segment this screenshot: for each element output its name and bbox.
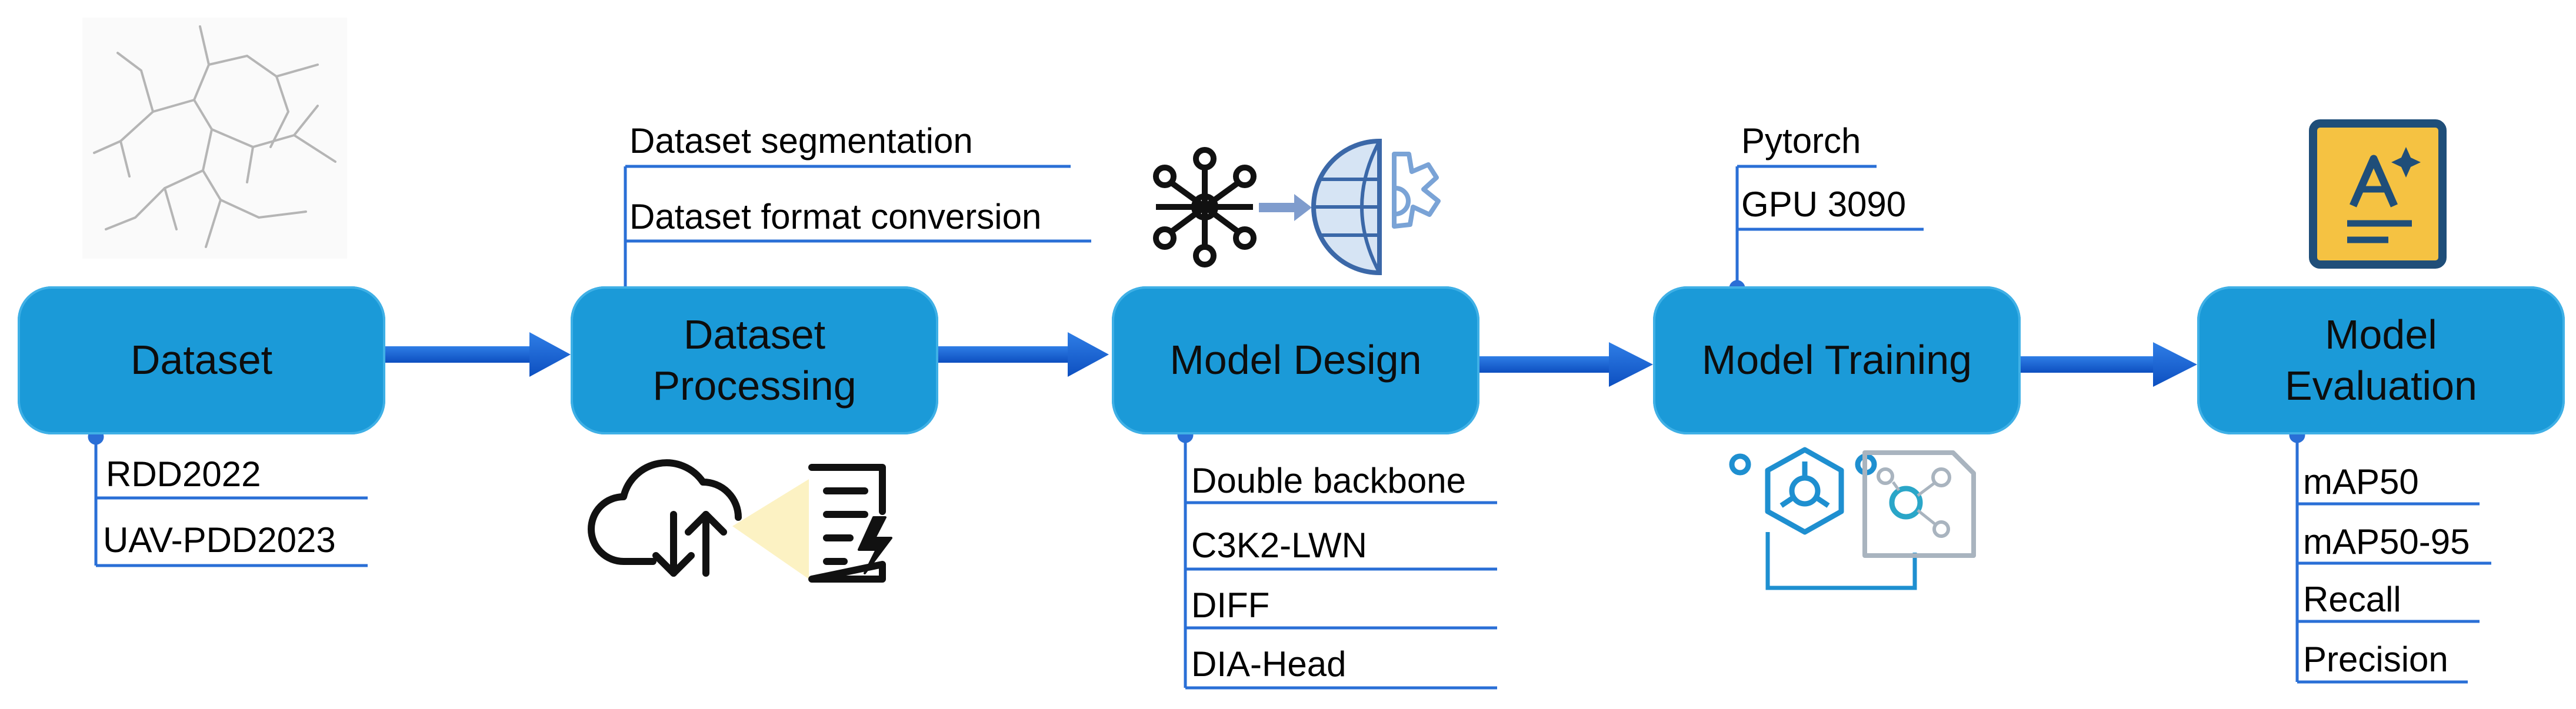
stage-training-box: Model Training: [1653, 286, 2021, 434]
training-link-line: [1765, 532, 1917, 590]
design-item-c3k2-lwn: C3K2-LWN: [1191, 526, 1367, 565]
training-item-pytorch: Pytorch: [1741, 121, 1861, 160]
globe-gear-icon: [1311, 138, 1441, 276]
stage-dataset-box: Dataset: [18, 286, 385, 434]
design-item-dia-head: DIA-Head: [1191, 644, 1347, 684]
design-item-double-backbone: Double backbone: [1191, 461, 1467, 500]
bracket-design: [1177, 427, 1497, 690]
arrow-processing-to-design: [938, 332, 1109, 377]
light-beam: [732, 479, 809, 579]
stage-evaluation-box: Model Evaluation: [2197, 286, 2565, 434]
stage-evaluation-label-line2: Evaluation: [2285, 363, 2477, 409]
arrow-training-to-evaluation: [2021, 342, 2197, 387]
dataset-item-rdd2022: RDD2022: [106, 454, 261, 494]
stage-design-label: Model Design: [1169, 337, 1422, 383]
training-item-gpu: GPU 3090: [1741, 185, 1907, 224]
evaluation-item-recall: Recall: [2303, 580, 2401, 619]
evaluation-item-precision: Precision: [2303, 640, 2448, 679]
evaluation-item-map50: mAP50: [2303, 462, 2419, 501]
evaluation-item-map50-95: mAP50-95: [2303, 522, 2470, 561]
neural-network-icon: [1153, 147, 1257, 267]
arrow-dataset-to-processing: [385, 332, 571, 377]
processing-item-format-conversion: Dataset format conversion: [629, 197, 1042, 236]
document-graph-icon: [1862, 450, 1976, 558]
stage-design-box: Model Design: [1112, 286, 1479, 434]
stage-evaluation-label-line1: Model: [2325, 311, 2437, 357]
evaluation-text-icon: [2309, 119, 2447, 269]
bracket-evaluation: [2289, 427, 2491, 684]
processing-item-segmentation: Dataset segmentation: [629, 121, 973, 160]
transfer-arrow-icon: [1259, 194, 1312, 221]
document-flash-icon: [808, 464, 892, 583]
cube-network-icon: [1729, 447, 1877, 535]
stage-training-label: Model Training: [1701, 337, 1972, 383]
stage-dataset-label: Dataset: [130, 337, 273, 383]
road-crack-image: [82, 18, 347, 259]
stage-processing-label-line1: Dataset: [683, 311, 826, 357]
stage-processing-box: Dataset Processing: [571, 286, 938, 434]
dataset-item-uav-pdd2023: UAV-PDD2023: [103, 520, 336, 560]
arrow-design-to-training: [1479, 342, 1653, 387]
bracket-dataset: [88, 429, 368, 567]
stage-processing-label-line2: Processing: [652, 363, 857, 409]
cloud-sync-icon: [588, 459, 742, 577]
design-item-diff: DIFF: [1191, 586, 1270, 625]
